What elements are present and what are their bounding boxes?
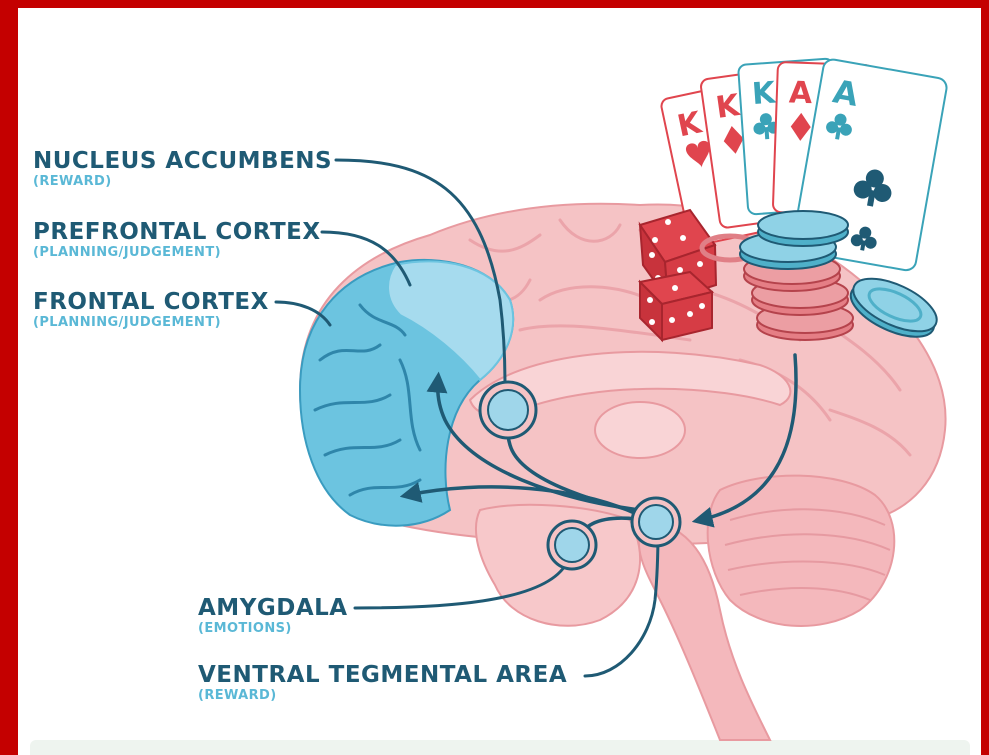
card-4-rank: A	[788, 75, 813, 111]
prefrontal-cortex-title: PREFRONTAL CORTEX	[33, 219, 321, 245]
card-3-rank: K	[751, 75, 778, 112]
cerebellum	[708, 476, 895, 626]
dice	[640, 210, 716, 340]
thalamus	[595, 402, 685, 458]
prefrontal-cortex-subtitle: (PLANNING/JUDGEMENT)	[33, 245, 321, 261]
nucleus-accumbens-subtitle: (REWARD)	[33, 174, 332, 190]
frontal-cortex-title: FRONTAL CORTEX	[33, 289, 269, 315]
die-bottom	[640, 272, 712, 340]
amygdala-marker	[548, 521, 596, 569]
label-ventral-tegmental-area: VENTRAL TEGMENTAL AREA (REWARD)	[198, 662, 567, 704]
nucleus-accumbens-title: NUCLEUS ACCUMBENS	[33, 148, 332, 174]
label-nucleus-accumbens: NUCLEUS ACCUMBENS (REWARD)	[33, 148, 332, 190]
amygdala-title: AMYGDALA	[198, 595, 348, 621]
vta-marker	[632, 498, 680, 546]
nucleus-accumbens-marker	[480, 382, 536, 438]
amygdala-subtitle: (EMOTIONS)	[198, 621, 348, 637]
frontal-cortex-subtitle: (PLANNING/JUDGEMENT)	[33, 315, 269, 331]
label-prefrontal-cortex: PREFRONTAL CORTEX (PLANNING/JUDGEMENT)	[33, 219, 321, 261]
label-amygdala: AMYGDALA (EMOTIONS)	[198, 595, 348, 637]
label-frontal-cortex: FRONTAL CORTEX (PLANNING/JUDGEMENT)	[33, 289, 269, 331]
ventral-tegmental-area-subtitle: (REWARD)	[198, 688, 567, 704]
ventral-tegmental-area-title: VENTRAL TEGMENTAL AREA	[198, 662, 567, 688]
